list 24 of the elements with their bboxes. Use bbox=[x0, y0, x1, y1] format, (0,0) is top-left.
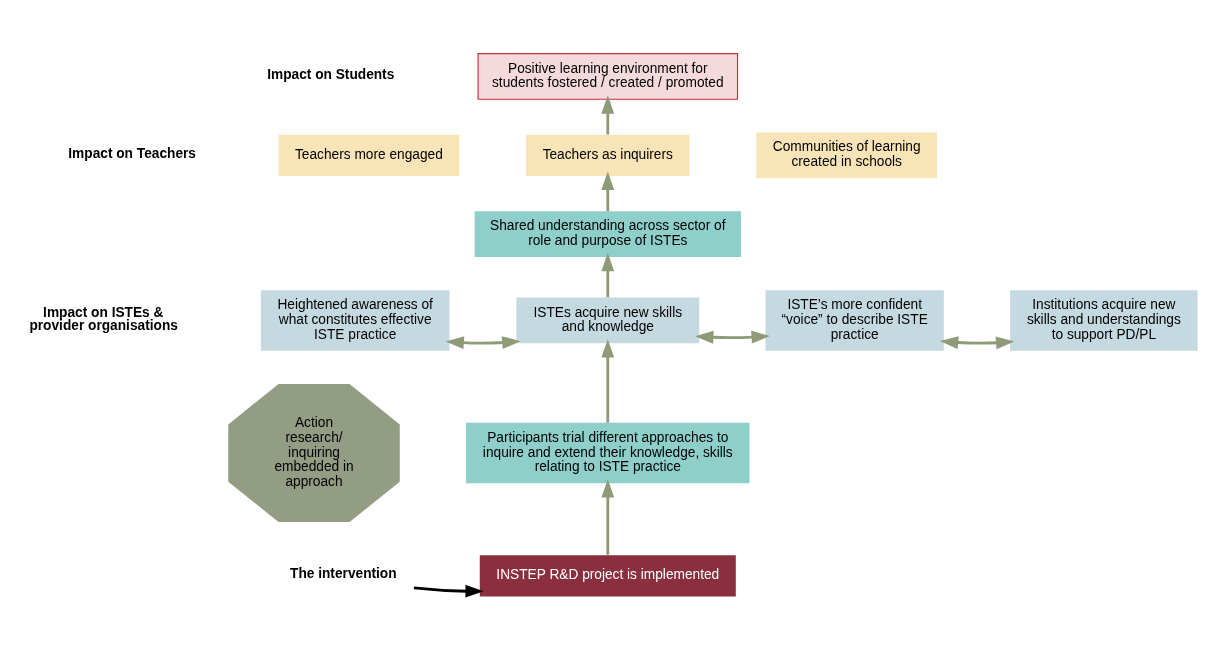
node-box: Participants trial different approaches to inquire and extend their knowledge, skills relating to ISTE practice bbox=[466, 422, 750, 484]
arrow bbox=[939, 336, 1015, 350]
arrow bbox=[601, 171, 615, 212]
node-box: Shared understanding across sector of role and purpose of ISTEs bbox=[474, 211, 741, 258]
label: Impact on Teachers bbox=[68, 145, 196, 161]
node-box: ISTEs acquire new skills and knowledge bbox=[516, 297, 700, 344]
node-box: Heightened awareness of what constitutes effective ISTE practice bbox=[260, 290, 450, 351]
arrow bbox=[695, 330, 770, 344]
node-box: ISTE’s more confident “voice” to describe ISTE practice bbox=[765, 290, 944, 351]
arrow bbox=[445, 336, 521, 350]
label: Impact on Students bbox=[267, 66, 395, 82]
arrow bbox=[601, 95, 615, 135]
node-box: Teachers as inquirers bbox=[526, 134, 690, 176]
arrow bbox=[413, 584, 484, 598]
node-box: Teachers more engaged bbox=[278, 134, 460, 176]
arrow bbox=[601, 252, 615, 298]
node-box: Institutions acquire new skills and understandings to support PD/PL bbox=[1010, 290, 1198, 351]
node-text: The intervention bbox=[290, 566, 397, 582]
node-box: Communities of learning created in schools bbox=[756, 132, 937, 179]
node-box: Positive learning environment for students fostered / created / promoted bbox=[477, 53, 739, 100]
arrow bbox=[601, 339, 615, 423]
label: Impact on ISTEs & provider organisations bbox=[29, 304, 178, 334]
node-box: INSTEP R&D project is implemented bbox=[479, 555, 736, 597]
arrow bbox=[601, 479, 615, 555]
